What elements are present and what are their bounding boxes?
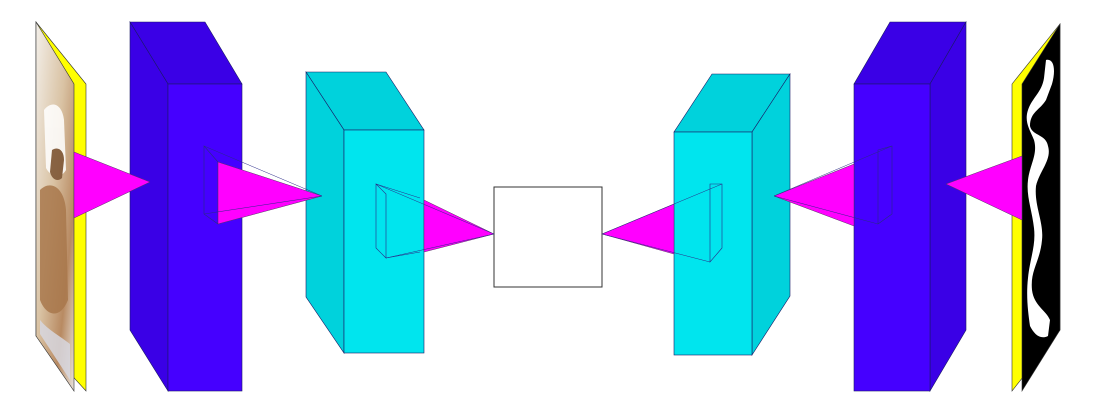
kernel-edge [375,183,495,235]
kernel-cone [217,161,323,225]
connection-bottleneck-to-decoder-1 [601,183,723,263]
connection-encoder-1-to-encoder-2 [203,145,323,225]
kernel-edge [773,195,879,225]
kernel-cone [423,199,495,253]
decoder-block-2-right [929,20,967,393]
kernel-cone [773,163,855,227]
encoder-block-2 [305,70,425,354]
kernel-edge [385,233,495,259]
encoder-block-1-front [167,83,243,392]
kernel-edge [203,145,323,197]
kernel-edge [203,195,323,215]
decoder-block-1 [673,72,791,357]
kernel-edge [601,183,723,235]
decoder-block-2-front [853,83,931,392]
kernel-cone [73,151,151,219]
encoder-block-2-front [343,129,425,354]
kernel-frustum [709,183,723,263]
kernel-edge [375,183,421,199]
kernel-cone [945,155,1023,221]
kernel-edge [385,251,421,259]
decoder-block-1-front [673,131,753,356]
connection-decoder-2-to-output [945,155,1023,221]
kernel-edge [601,233,711,263]
kernel-edge [773,145,893,197]
encoder-block-1 [129,20,243,393]
kernel-frustum [877,145,893,225]
photo-icon [40,104,70,380]
connection-input-to-encoder-1 [73,151,151,219]
encoder-block-1-left [129,20,169,393]
bottleneck [493,186,603,288]
connection-encoder-2-to-bottleneck [375,183,495,259]
output-mask [1011,22,1061,393]
decoder-block-2 [853,20,967,393]
input-image [35,20,87,392]
segmentation-mask-icon [1026,59,1054,338]
connection-decoder-1-to-decoder-2 [773,145,893,227]
kernel-cone [601,203,675,255]
